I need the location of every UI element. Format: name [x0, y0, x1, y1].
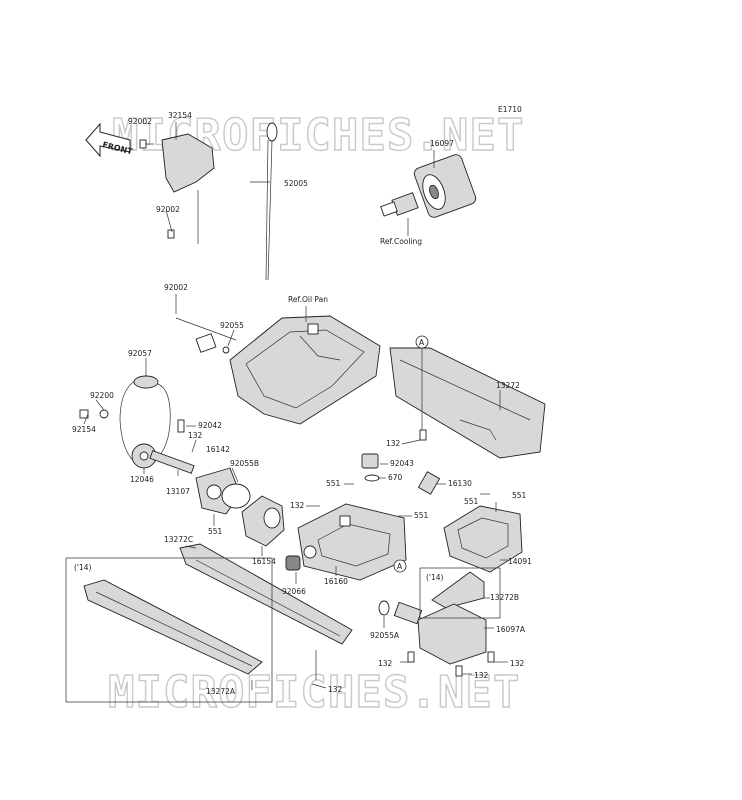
baffle-plate-13272c	[179, 543, 353, 645]
svg-text:A: A	[419, 338, 425, 347]
label-12046: 12046	[130, 475, 154, 484]
label-16097a: 16097A	[496, 625, 526, 634]
label-32154: 32154	[168, 111, 192, 120]
pump-shaft	[149, 450, 195, 474]
label-16097: 16097	[430, 139, 454, 148]
sleeve-92043	[361, 453, 379, 469]
marker-a-top: A	[415, 335, 429, 349]
leader-lines	[83, 122, 508, 690]
part-labels: 32154 92002 92002 92002 52005 16097 Ref.…	[72, 111, 532, 696]
label-551-a: 551	[208, 527, 223, 536]
label-132-g: 132	[328, 685, 343, 694]
baffle-plate-13272b	[431, 571, 485, 609]
cooling-fitting	[380, 192, 419, 217]
label-13107: 13107	[166, 487, 190, 496]
relief-valve-92066	[285, 555, 301, 571]
pin-92042	[177, 419, 185, 433]
label-92002-b: 92002	[156, 205, 180, 214]
label-92042: 92042	[198, 421, 222, 430]
label-13272b: 13272B	[490, 593, 519, 602]
baffle-plate-13272a	[83, 579, 263, 675]
oil-filter-housing	[378, 600, 495, 677]
label-551-d: 551	[464, 497, 479, 506]
label-16142: 16142	[206, 445, 230, 454]
label-670: 670	[388, 473, 403, 482]
o-ring-670	[364, 474, 380, 482]
oil-filter	[413, 154, 477, 218]
label-16154: 16154	[252, 557, 276, 566]
dipstick	[265, 122, 278, 281]
pump-drive-chain	[119, 375, 171, 469]
label-92043: 92043	[390, 459, 414, 468]
label-132-f: 132	[474, 671, 489, 680]
label-92002-a: 92002	[128, 117, 152, 126]
label-16130: 16130	[448, 479, 472, 488]
label-92200: 92200	[90, 391, 114, 400]
pressure-sensor-16130	[417, 471, 441, 495]
oil-pan	[222, 315, 381, 425]
label-132-c: 132	[290, 501, 305, 510]
label-13272c: 13272C	[164, 535, 193, 544]
label-92055a: 92055A	[370, 631, 400, 640]
watermark-bottom: MICROFICHES.NET	[108, 667, 520, 718]
label-551-e: 551	[512, 491, 527, 500]
cover-14091	[443, 505, 523, 573]
label-13272a: 13272A	[206, 687, 236, 696]
label-92154: 92154	[72, 425, 96, 434]
label-92002-c: 92002	[164, 283, 188, 292]
variant-box-14-right	[419, 567, 501, 619]
diagram-code: E1710	[498, 105, 522, 114]
label-14091: 14091	[508, 557, 532, 566]
label-14-left: ('14)	[74, 563, 92, 572]
oil-strainer	[241, 495, 285, 547]
oil-pressure-body	[297, 503, 407, 581]
label-132-b: 132	[386, 439, 401, 448]
label-52005: 52005	[284, 179, 308, 188]
label-14-right: ('14)	[426, 573, 444, 582]
label-13272: 13272	[496, 381, 520, 390]
label-92055: 92055	[220, 321, 244, 330]
svg-text:A: A	[397, 562, 403, 571]
label-92066: 92066	[282, 587, 306, 596]
label-92055b: 92055B	[230, 459, 259, 468]
label-132-d: 132	[378, 659, 393, 668]
label-132-a: 132	[188, 431, 203, 440]
label-132-e: 132	[510, 659, 525, 668]
label-92057: 92057	[128, 349, 152, 358]
label-551-b: 551	[326, 479, 341, 488]
marker-a-bottom: A	[393, 559, 407, 573]
label-ref-cooling: Ref.Cooling	[380, 237, 422, 246]
washer-92200	[99, 409, 109, 419]
baffle-plate-13272	[389, 347, 546, 459]
dipstick-tube	[195, 134, 236, 353]
label-551-c: 551	[414, 511, 429, 520]
label-ref-oil-pan: Ref.Oil Pan	[288, 295, 328, 304]
oil-pump-housing	[195, 467, 251, 515]
label-16160: 16160	[324, 577, 348, 586]
variant-box-14-left	[65, 557, 273, 703]
